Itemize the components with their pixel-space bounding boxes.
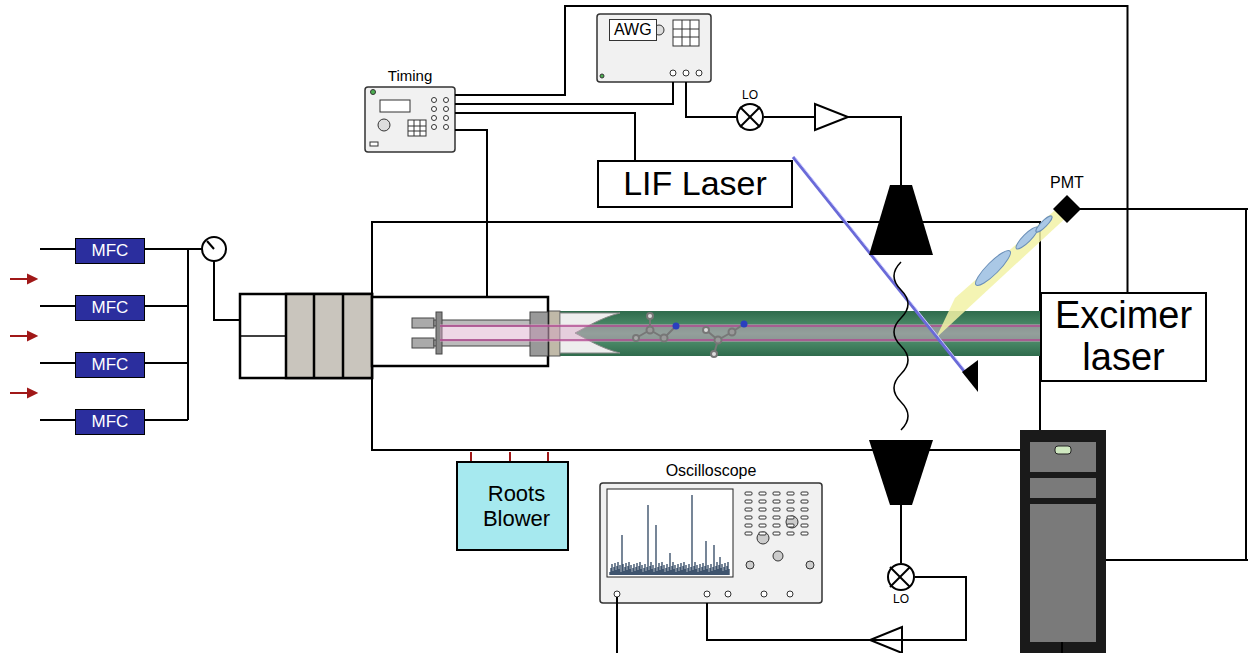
awg: AWG (597, 14, 711, 82)
node-heading: Oscilloscope (666, 462, 757, 480)
node-label: MFC (89, 355, 132, 375)
mass-flow-controller: MFC (75, 295, 145, 321)
valve-assembly (240, 294, 372, 378)
node-label: MFC (89, 412, 132, 432)
node-label: MFC (89, 298, 132, 318)
mass-flow-controller: MFC (75, 352, 145, 378)
delay-generator (365, 87, 455, 152)
collection-lens (1034, 214, 1054, 234)
signal-wire (707, 577, 966, 640)
lif-laser-box: LIF Laser (597, 160, 793, 208)
node-heading: LO (742, 88, 758, 102)
timing-generator: Timing (365, 87, 455, 152)
data-cable (616, 597, 618, 653)
gas-inlet-arrows (10, 275, 36, 397)
roots-blower: Roots Blower (457, 462, 576, 550)
pmt-shape (1053, 195, 1081, 223)
node-label: MFC (89, 241, 132, 261)
node-label: AWG (609, 19, 657, 41)
node-label: Excimer laser (1042, 295, 1205, 379)
horn-antenna (869, 185, 933, 255)
local-oscillator-mixer: LO (887, 563, 915, 591)
excimer-laser-box: Excimer laser (1040, 292, 1207, 382)
gas-lines (40, 249, 258, 420)
pmt-detector: PMT (1053, 195, 1081, 223)
beam-dump-mirror (962, 360, 978, 392)
photolysis-beam (440, 324, 1040, 342)
mass-flow-controller: MFC (75, 238, 145, 264)
signal-wire (455, 6, 1128, 292)
local-oscillator-mixer: LO (736, 103, 764, 131)
receive-chain (870, 505, 910, 653)
mass-flow-controller: MFC (75, 409, 145, 435)
node-heading: LO (893, 592, 909, 606)
lif-beam (793, 157, 968, 376)
vacuum-chamber (372, 222, 1040, 450)
oscilloscope: Oscilloscope (600, 483, 822, 603)
signal-wire (455, 82, 673, 104)
signal-wire (686, 82, 736, 117)
pressure-gauge (202, 237, 226, 261)
node-label: LIF Laser (620, 164, 770, 203)
pmt-signal-wire (1080, 208, 1248, 210)
awg-device (597, 14, 711, 82)
node-heading: PMT (1050, 174, 1084, 192)
horn-antenna (869, 440, 933, 505)
trigger-wire (455, 130, 487, 297)
signal-wire (455, 113, 635, 160)
microwave-beam (894, 262, 908, 430)
lif-beam (795, 157, 970, 376)
collection-lens (972, 247, 1014, 289)
molecules (633, 313, 748, 357)
node-label: Roots Blower (457, 481, 576, 532)
node-heading: Timing (388, 67, 432, 84)
computer-tower (1020, 209, 1248, 653)
oscilloscope-device (600, 483, 822, 603)
